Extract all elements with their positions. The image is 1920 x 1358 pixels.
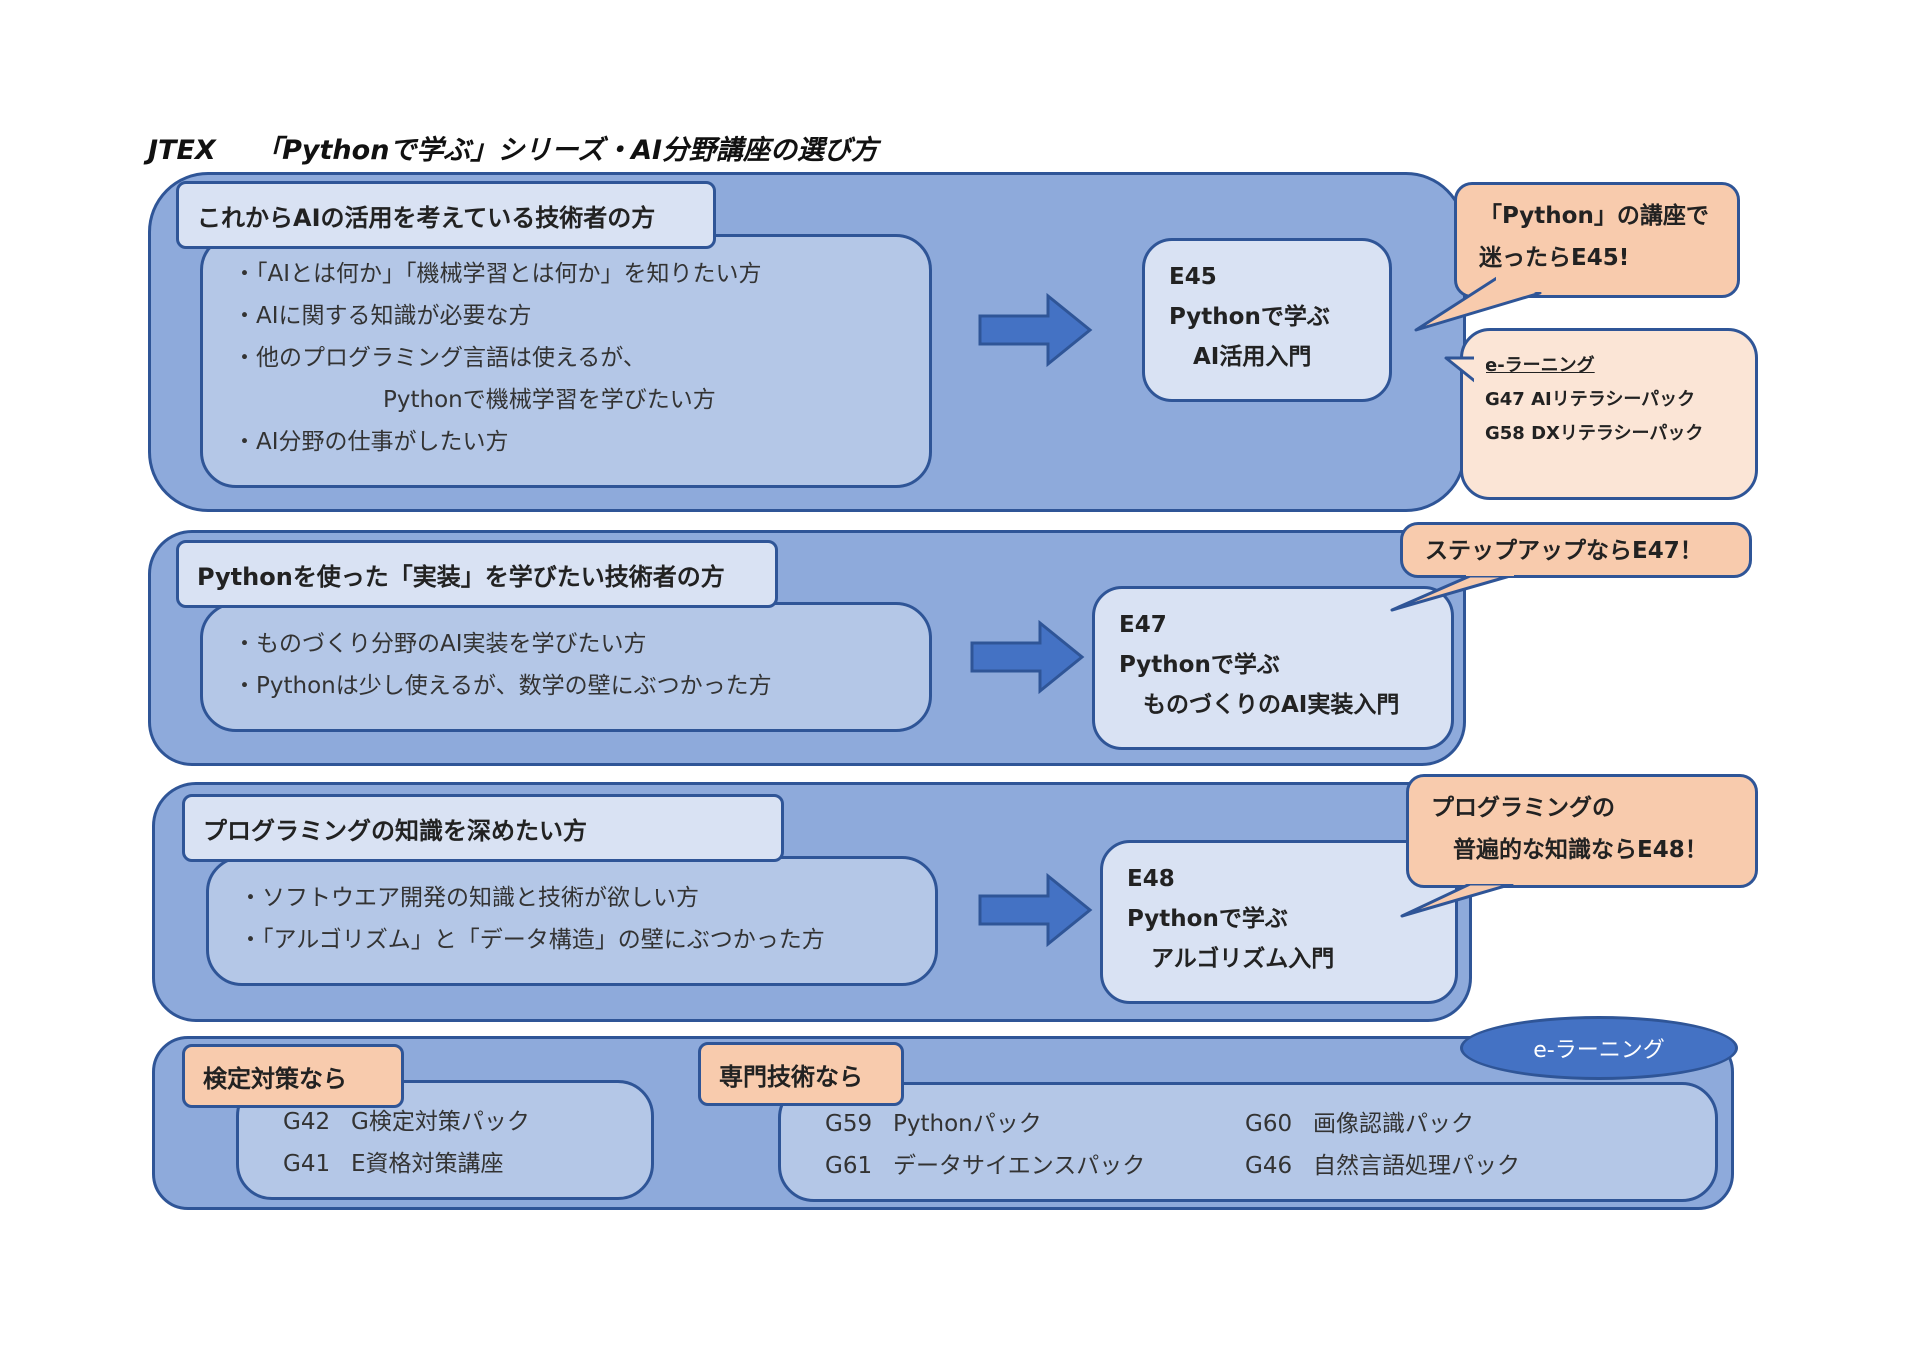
section-2-item: ・ものづくり分野のAI実装を学びたい方 (233, 631, 647, 657)
item-code: G46 (1245, 1153, 1293, 1179)
callout-line1: 「Python」の講座で (1479, 203, 1709, 229)
callout-tail-icon (1390, 574, 1512, 612)
callout-tail-icon (1400, 882, 1514, 918)
item-name: G検定対策パック (351, 1109, 530, 1135)
item-name: 自然言語処理パック (1313, 1153, 1520, 1179)
tech-item[interactable]: G46 自然言語処理パック (1245, 1145, 1520, 1187)
callout-line1: プログラミングの (1431, 795, 1615, 821)
elearning-badge: e-ラーニング (1460, 1016, 1738, 1080)
callout-line1: ステップアップならE47！ (1425, 538, 1703, 564)
section-3-list: ・ソフトウエア開発の知識と技術が欲しい方 ・「アルゴリズム」と「データ構造」の壁… (206, 856, 938, 986)
section-1-item: ・「AIとは何か」「機械学習とは何か」を知りたい方 (233, 261, 762, 287)
elearning-heading: e-ラーニング (1485, 355, 1595, 376)
course-code: E47 (1119, 612, 1167, 638)
callout-line2: 普遍的な知識ならE48！ (1453, 837, 1708, 863)
elearning-bubble: e-ラーニング G47 AIリテラシーパック G58 DXリテラシーパック (1460, 328, 1758, 500)
callout-tail-icon (1444, 356, 1478, 384)
course-line2: アルゴリズム入門 (1151, 946, 1335, 972)
exam-label: 検定対策なら (182, 1044, 404, 1108)
course-code: E45 (1169, 264, 1217, 290)
course-line1: Pythonで学ぶ (1127, 906, 1288, 932)
section-1-item: ・AI分野の仕事がしたい方 (233, 429, 509, 455)
item-code: G41 (283, 1151, 331, 1177)
course-line2: AI活用入門 (1193, 344, 1312, 370)
section-2-label: Pythonを使った「実装」を学びたい技術者の方 (176, 540, 778, 608)
tech-item[interactable]: G60 画像認識パック (1245, 1103, 1474, 1145)
item-code: G60 (1245, 1111, 1293, 1137)
item-name: Pythonパック (893, 1111, 1042, 1137)
section-2-list: ・ものづくり分野のAI実装を学びたい方 ・Pythonは少し使えるが、数学の壁に… (200, 602, 932, 732)
course-line2: ものづくりのAI実装入門 (1143, 692, 1400, 718)
arrow-right-icon (978, 872, 1093, 948)
tech-item[interactable]: G61 データサイエンスパック (825, 1145, 1245, 1187)
title-prefix: JTEX (148, 135, 216, 166)
section-2-item: ・Pythonは少し使えるが、数学の壁にぶつかった方 (233, 673, 772, 699)
item-name: 画像認識パック (1313, 1111, 1474, 1137)
item-name: E資格対策講座 (351, 1151, 504, 1177)
arrow-right-icon (970, 619, 1085, 695)
section-1-label: これからAIの活用を考えている技術者の方 (176, 181, 716, 249)
course-line1: Pythonで学ぶ (1119, 652, 1280, 678)
item-code: G42 (283, 1109, 331, 1135)
item-code: G61 (825, 1153, 873, 1179)
item-name: データサイエンスパック (893, 1153, 1146, 1179)
callout-line2: 迷ったらE45! (1479, 245, 1630, 271)
course-e45-card[interactable]: E45 Pythonで学ぶ AI活用入門 (1142, 238, 1392, 402)
section-1-item: ・他のプログラミング言語は使えるが、 (233, 345, 646, 371)
section-1-item: Pythonで機械学習を学びたい方 (383, 387, 716, 413)
item-code: G59 (825, 1111, 873, 1137)
section-3-item: ・ソフトウエア開発の知識と技術が欲しい方 (239, 885, 699, 911)
exam-item[interactable]: G41 E資格対策講座 (283, 1143, 607, 1185)
page-title: JTEX 「Pythonで学ぶ」シリーズ・AI分野講座の選び方 (148, 128, 878, 167)
section-2-callout: ステップアップならE47！ (1400, 522, 1752, 578)
section-3-label: プログラミングの知識を深めたい方 (182, 794, 784, 862)
arrow-right-icon (978, 292, 1093, 368)
exam-item[interactable]: G42 G検定対策パック (283, 1101, 607, 1143)
tech-item[interactable]: G59 Pythonパック (825, 1103, 1245, 1145)
tech-list: G59 Pythonパック G60 画像認識パック G61 データサイエンスパッ… (778, 1082, 1718, 1202)
section-3-callout: プログラミングの 普遍的な知識ならE48！ (1406, 774, 1758, 888)
course-e47-card[interactable]: E47 Pythonで学ぶ ものづくりのAI実装入門 (1092, 586, 1454, 750)
title-text: 「Pythonで学ぶ」シリーズ・AI分野講座の選び方 (255, 135, 879, 166)
elearning-item[interactable]: G47 AIリテラシーパック (1485, 389, 1696, 410)
course-code: E48 (1127, 866, 1175, 892)
section-1-item: ・AIに関する知識が必要な方 (233, 303, 532, 329)
tech-label: 専門技術なら (698, 1042, 904, 1106)
course-e48-card[interactable]: E48 Pythonで学ぶ アルゴリズム入門 (1100, 840, 1458, 1004)
course-line1: Pythonで学ぶ (1169, 304, 1330, 330)
section-3-item: ・「アルゴリズム」と「データ構造」の壁にぶつかった方 (239, 927, 825, 953)
elearning-item[interactable]: G58 DXリテラシーパック (1485, 423, 1704, 444)
